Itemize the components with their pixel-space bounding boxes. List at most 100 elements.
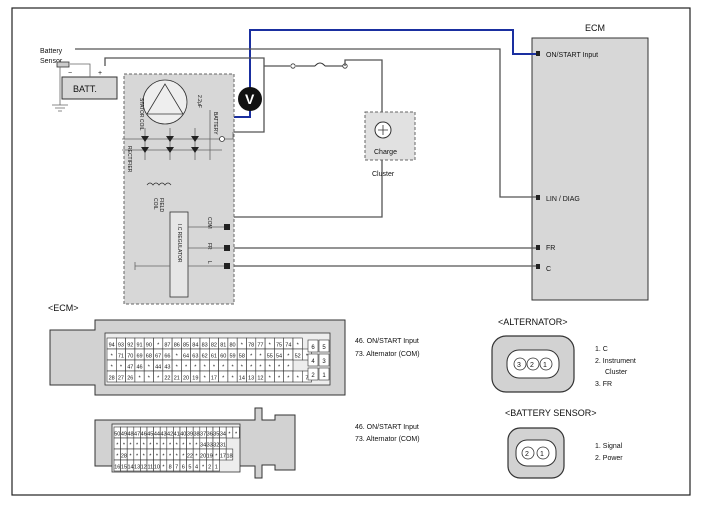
ecm-top-pin-label: 27 bbox=[118, 376, 124, 382]
ecm-bottom-pin-label: * bbox=[162, 454, 165, 460]
bs-pin-2-label: 2 bbox=[525, 451, 529, 458]
alternator-connector-title: <ALTERNATOR> bbox=[498, 317, 568, 327]
ecm-bottom-pin-label: * bbox=[149, 454, 152, 460]
ecm-pin-on-start: ON/START Input bbox=[546, 52, 598, 59]
ecm-bottom-pin-label: * bbox=[169, 454, 172, 460]
battery-ground bbox=[52, 67, 68, 112]
ecm-top-pin-label: * bbox=[269, 343, 272, 349]
ecm-top-pin-label: * bbox=[185, 365, 188, 371]
ecm-bottom-pin-label: 44 bbox=[154, 432, 160, 438]
ecm-bottom-pin-label: 33 bbox=[207, 443, 213, 449]
ic-regulator-label: I.C REGULATOR bbox=[176, 224, 182, 263]
ecm-top-pin-label: 92 bbox=[127, 343, 133, 349]
ecm-bottom-pin-label: 1 bbox=[215, 465, 218, 471]
ecm-top-pin-label: * bbox=[241, 365, 244, 371]
ecm-top-side-pin bbox=[318, 339, 330, 353]
fuse-element bbox=[314, 62, 326, 67]
battery-terminal bbox=[219, 136, 225, 142]
ecm-bottom-pin-label: * bbox=[162, 465, 165, 471]
ecm-bottom-pin-label: 28 bbox=[121, 454, 127, 460]
ecm-bottom-pin-label: * bbox=[143, 443, 146, 449]
ecm-top-pin-label: * bbox=[148, 365, 151, 371]
ecm-top-pin-label: * bbox=[204, 376, 207, 382]
ecm-top-side-pin-label: 1 bbox=[322, 373, 326, 379]
ecm-bottom-pin-label: 48 bbox=[127, 432, 133, 438]
ecm-bottom-pin-label: 6 bbox=[182, 465, 185, 471]
battery-terminal-lead bbox=[225, 132, 234, 140]
ecm-top-pin-label: 86 bbox=[174, 343, 180, 349]
alt-pin-2-label: 2 bbox=[530, 362, 534, 369]
ecm-top-side-pin-label: 2 bbox=[311, 373, 315, 379]
charge-lamp-filament bbox=[378, 125, 388, 135]
ecm-title: ECM bbox=[585, 23, 605, 33]
ecm-top-side-pin-label: 4 bbox=[311, 359, 315, 365]
ecm-top-pin-label: 21 bbox=[174, 376, 180, 382]
ecm-bottom-pin-label: * bbox=[228, 432, 231, 438]
ecm-top-pin-label: * bbox=[231, 376, 234, 382]
ecm-top-pin-label: 85 bbox=[183, 343, 189, 349]
ecm-top-pin-label: 83 bbox=[202, 343, 208, 349]
ecm-bottom-pin-cell bbox=[225, 448, 234, 461]
ecm-pin-lin-diag: LIN / DIAG bbox=[546, 196, 580, 203]
ecm-top-pin-label: 90 bbox=[146, 343, 152, 349]
battery-plus-wire bbox=[104, 57, 265, 133]
ecm-top-pin-label: 43 bbox=[164, 365, 170, 371]
battery-body bbox=[61, 76, 118, 100]
alt-legend-4: 3. FR bbox=[595, 381, 612, 388]
ecm-top-pin-label: * bbox=[148, 376, 151, 382]
ecm-top-side-pin-label: 6 bbox=[311, 345, 315, 351]
field-coil-label-1: FIELD bbox=[158, 198, 164, 213]
ecm-terminal-1 bbox=[536, 51, 540, 56]
ecm-bottom-pin-label: 16 bbox=[114, 465, 120, 471]
ecm-top-pin-label: 22 bbox=[164, 376, 170, 382]
ecm-top-pin-label: 71 bbox=[118, 354, 124, 360]
ecm-bottom-pin-label: 36 bbox=[207, 432, 213, 438]
ecm-top-pin-label: * bbox=[269, 365, 272, 371]
com-terminal-label: COM bbox=[206, 217, 212, 229]
ecm-top-pin-label: 13 bbox=[248, 376, 254, 382]
ecm-bottom-pin-label: 47 bbox=[134, 432, 140, 438]
ecm-top-pin-label: * bbox=[278, 365, 281, 371]
ecm-top-note-1: 46. ON/START Input bbox=[355, 338, 419, 345]
ecm-bottom-pin-label: * bbox=[136, 443, 139, 449]
ecm-bottom-pin-label: * bbox=[182, 443, 185, 449]
lin-diag-wire bbox=[75, 48, 536, 198]
ecm-top-pin-label: 47 bbox=[127, 365, 133, 371]
ecm-top-pin-label: * bbox=[259, 365, 262, 371]
ecm-top-pin-label: * bbox=[111, 354, 114, 360]
ecm-bottom-pin-label: * bbox=[176, 454, 179, 460]
cluster-return-wire bbox=[230, 158, 383, 218]
ecm-bottom-note-1: 46. ON/START Input bbox=[355, 424, 419, 431]
ic-regulator bbox=[169, 211, 189, 298]
ecm-pin-c: C bbox=[546, 266, 551, 273]
ecm-top-pin-label: 82 bbox=[211, 343, 217, 349]
alt-pin-3 bbox=[513, 357, 527, 371]
ecm-bottom-pin-label: 39 bbox=[187, 432, 193, 438]
ecm-bottom-pin-label: 37 bbox=[200, 432, 206, 438]
ecm-bottom-pin-label: 18 bbox=[226, 454, 232, 460]
ecm-bottom-pin-label: 20 bbox=[200, 454, 206, 460]
ecm-top-pin-label: 77 bbox=[257, 343, 263, 349]
bs-legend-1: 1. Signal bbox=[595, 443, 623, 450]
stator-coil-label: STATOR COIL bbox=[138, 98, 144, 131]
ecm-bottom-pin-label: 46 bbox=[141, 432, 147, 438]
ecm-top-pin-label: 68 bbox=[146, 354, 152, 360]
ecm-bottom-pin-label: * bbox=[149, 443, 152, 449]
ecm-bottom-pin-label: 38 bbox=[193, 432, 199, 438]
fr-terminal-label: FR bbox=[206, 243, 212, 250]
cluster-label: Cluster bbox=[372, 171, 395, 178]
ecm-top-pin-label: 54 bbox=[276, 354, 282, 360]
ecm-bottom-pin-label: 22 bbox=[187, 454, 193, 460]
ecm-top-pin-label: * bbox=[138, 376, 141, 382]
ecm-pin-fr: FR bbox=[546, 245, 555, 252]
ecm-top-side-pin bbox=[307, 367, 319, 381]
ecm-top-pin-label: 69 bbox=[136, 354, 142, 360]
ecm-top-pin-label: 17 bbox=[211, 376, 217, 382]
ecm-bottom-pin-label: 5 bbox=[188, 465, 191, 471]
ecm-top-pin-label: * bbox=[222, 376, 225, 382]
alt-legend-2: 2. Instrument bbox=[595, 358, 636, 365]
